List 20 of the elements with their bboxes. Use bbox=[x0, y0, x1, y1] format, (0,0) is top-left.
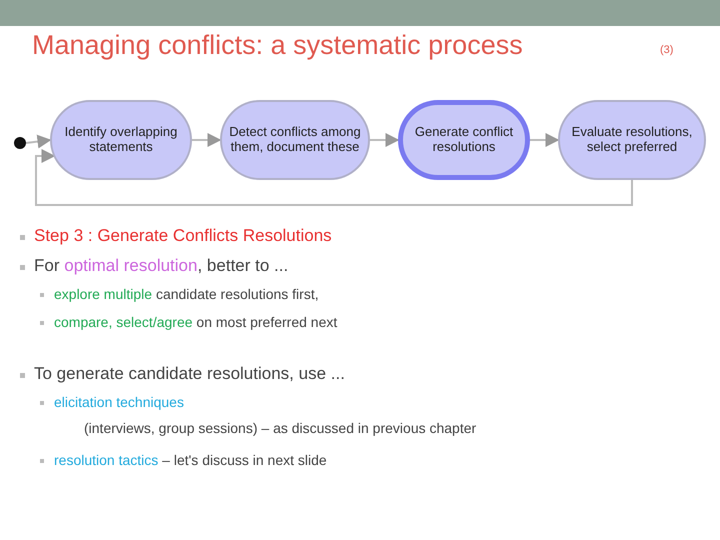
slide-number: (3) bbox=[660, 44, 674, 56]
arrow bbox=[26, 134, 52, 148]
arrow bbox=[370, 133, 400, 147]
start-dot bbox=[14, 137, 26, 149]
bullet-text: (interviews, group sessions) – as discussed in previous chapter bbox=[84, 420, 476, 436]
process-box: Evaluate resolutions, select preferred bbox=[558, 100, 706, 180]
process-box: Identify overlapping statements bbox=[50, 100, 192, 180]
arrow bbox=[530, 133, 560, 147]
arrow bbox=[35, 149, 633, 206]
bullet-text: For optimal resolution, better to ... bbox=[34, 256, 288, 276]
process-box: Detect conflicts among them, document these bbox=[220, 100, 370, 180]
bullet-text: resolution tactics – let's discuss in next slide bbox=[54, 452, 327, 468]
process-box: Generate conflict resolutions bbox=[398, 100, 530, 180]
bullet-text: explore multiple candidate resolutions first, bbox=[54, 286, 319, 302]
bullet-text: To generate candidate resolutions, use ... bbox=[34, 364, 345, 384]
bullet-text: compare, select/agree on most preferred next bbox=[54, 314, 338, 330]
bullet-text: elicitation techniques bbox=[54, 394, 184, 410]
bullet-text: Step 3 : Generate Conflicts Resolutions bbox=[34, 226, 332, 246]
slide-title: Managing conflicts: a systematic process bbox=[32, 30, 523, 61]
arrow bbox=[192, 133, 222, 147]
